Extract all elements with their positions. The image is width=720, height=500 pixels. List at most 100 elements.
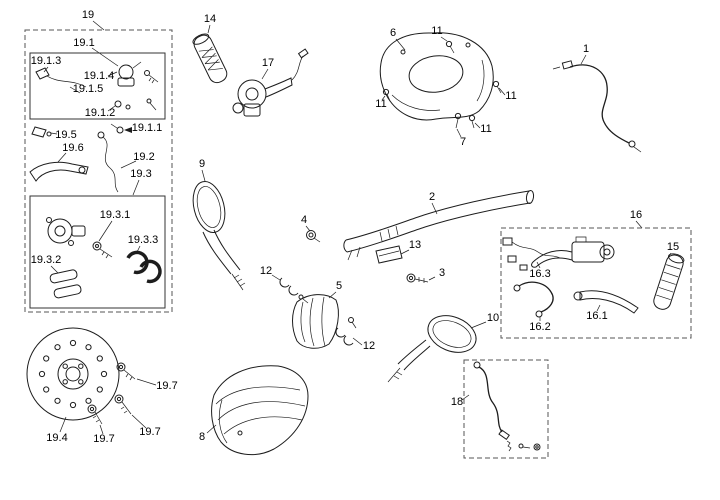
part-label-19-3: 19.3 (130, 168, 151, 180)
part-2-handlebar (343, 190, 535, 261)
part-15-hand-grip (653, 253, 685, 310)
part-label-19-3-2: 19.3.2 (31, 254, 62, 266)
group-16-brake-lever-assembly: 16 16.3 16.2 16.1 15 (500, 209, 692, 339)
part-label-11-top: 11 (431, 25, 442, 37)
part-6-handlebar-cover (379, 32, 494, 121)
solid-box-19-3 (29, 195, 166, 309)
part-label-19-2: 19.2 (133, 151, 154, 163)
leader-8 (206, 424, 217, 434)
leader-9 (201, 169, 206, 182)
leader-19-1 (91, 47, 119, 67)
leader-19 (92, 20, 105, 31)
part-16-3-switch-wires (502, 236, 615, 271)
part-label-2: 2 (429, 191, 435, 203)
part-9-mirror-left (192, 181, 246, 291)
leader-5 (328, 291, 337, 299)
part-label-18: 18 (451, 396, 463, 408)
leader-1 (580, 54, 587, 65)
leader-6 (395, 38, 406, 51)
part-label-13: 13 (409, 239, 421, 251)
part-19-7-bolts (87, 362, 136, 425)
leader-3 (428, 276, 436, 281)
part-label-11-bottom: 11 (480, 123, 491, 135)
part-13-plate (375, 245, 403, 264)
leader-4 (305, 225, 311, 232)
part-19-6-lever-bracket (29, 161, 89, 182)
group-18-cable-kit: 18 (451, 359, 549, 459)
part-label-19-7-a: 19.7 (156, 380, 177, 392)
part-label-7: 7 (460, 136, 466, 148)
part-19-1-1-fastener (110, 123, 124, 134)
part-label-19-4: 19.4 (46, 432, 67, 444)
part-label-19-1-3: 19.1.3 (31, 55, 62, 67)
part-12-clamps-lower (335, 317, 357, 346)
leader-19-7-a (136, 378, 157, 386)
leader-11-top (440, 36, 448, 42)
part-label-19-3-3: 19.3.3 (128, 234, 159, 246)
part-3-bolt (406, 273, 429, 283)
leader-19-6 (57, 152, 67, 163)
part-label-19-6: 19.6 (62, 142, 83, 154)
leader-2 (431, 202, 438, 215)
leader-19-1-2 (107, 105, 116, 112)
part-label-19-1-4: 19.1.4 (84, 70, 115, 82)
part-label-19-3-1: 19.3.1 (100, 209, 131, 221)
part-label-11-left: 11 (375, 98, 386, 110)
leader-7 (456, 128, 462, 138)
leader-12-upper (271, 274, 281, 281)
part-label-17: 17 (262, 57, 274, 69)
leader-19-1-5 (69, 86, 81, 94)
part-17-throttle-housing (232, 48, 309, 117)
part-label-10: 10 (487, 312, 499, 324)
part-label-16-1: 16.1 (586, 310, 607, 322)
leader-12-lower (352, 337, 363, 346)
leader-19-7-b (131, 414, 147, 429)
part-19-5-bracket (31, 126, 52, 138)
part-label-1: 1 (583, 43, 589, 55)
part-label-4: 4 (301, 214, 307, 226)
part-label-14: 14 (204, 13, 216, 25)
leader-19-1-4 (107, 71, 118, 77)
part-19-4-brake-disc (26, 327, 120, 421)
leader-19-3-3 (135, 245, 141, 255)
dashed-box-18 (463, 359, 549, 459)
leader-11-right (498, 87, 506, 96)
part-18-cable (473, 361, 541, 452)
leader-16-1 (596, 304, 601, 312)
part-label-19-7-b: 19.7 (139, 426, 160, 438)
leader-16-3 (536, 261, 541, 269)
leader-11-left (381, 95, 386, 101)
dashed-box-16 (500, 227, 692, 339)
leader-10 (470, 321, 487, 329)
leader-19-3-1 (98, 220, 113, 242)
part-label-5: 5 (336, 280, 342, 292)
leader-13 (400, 249, 410, 255)
part-8-front-panel (211, 365, 309, 456)
part-14-hand-grip (192, 33, 228, 84)
part-16-2-brake-hose (513, 281, 554, 318)
part-1-cable (552, 60, 642, 153)
part-label-9: 9 (199, 158, 205, 170)
part-11-screws (382, 40, 502, 129)
part-label-19-5: 19.5 (55, 129, 76, 141)
part-label-16-3: 16.3 (529, 268, 550, 280)
part-label-12-lower: 12 (363, 340, 375, 352)
group-19-switch-brake-assembly: 19 19.1 19.1.3 19.1.4 19.1.5 19.1.2 (24, 9, 173, 313)
part-16-1-brake-lever (573, 290, 639, 314)
part-19-3-caliper-parts (46, 217, 162, 299)
part-label-16-2: 16.2 (529, 321, 550, 333)
part-5-shield-panel (292, 294, 339, 349)
part-19-1-switch-parts (35, 61, 159, 111)
part-label-16: 16 (630, 209, 642, 221)
part-label-15: 15 (667, 241, 679, 253)
leader-18 (461, 394, 470, 401)
dashed-box-19 (24, 29, 173, 313)
leader-19-1-3 (43, 66, 49, 73)
part-label-19-1-2: 19.1.2 (85, 107, 116, 119)
part-label-19-1-5: 19.1.5 (73, 83, 104, 95)
leader-17 (261, 68, 269, 80)
part-19-2-cable (97, 131, 119, 193)
part-label-19-1: 19.1 (73, 37, 94, 49)
